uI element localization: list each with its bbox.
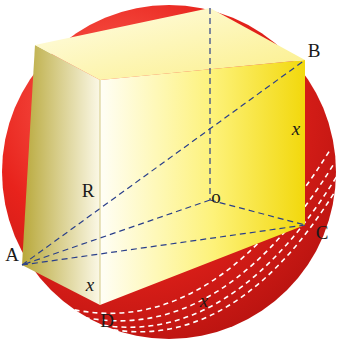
cube-left-face — [22, 45, 100, 305]
point-label: C — [316, 223, 329, 242]
edge-length: x — [86, 275, 94, 294]
hidden-edges — [22, 8, 305, 265]
edge-length: x — [200, 291, 208, 310]
edge-length: x — [292, 119, 300, 138]
point-label: A — [5, 245, 19, 264]
center-label: o — [211, 187, 221, 206]
point-label: B — [308, 41, 321, 60]
ball — [2, 5, 336, 339]
cube-front-face — [100, 60, 305, 305]
cube-edge — [100, 80, 101, 305]
cube-top-face — [35, 8, 305, 80]
radius-label: R — [82, 181, 95, 200]
point-label: D — [100, 311, 114, 330]
